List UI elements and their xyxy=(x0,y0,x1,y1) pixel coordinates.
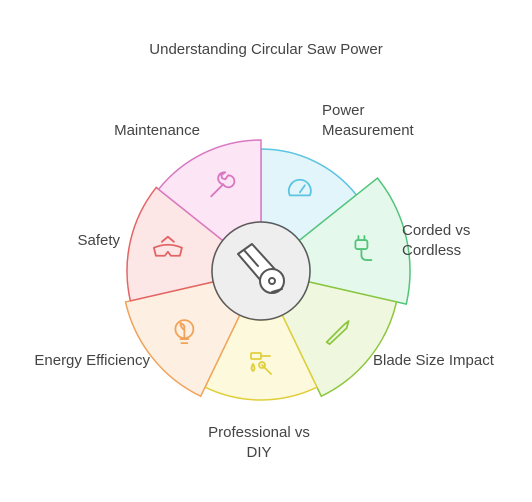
circular-saw-icon xyxy=(237,243,285,294)
label-maintenance: Maintenance xyxy=(114,122,200,139)
gauge-icon xyxy=(287,178,312,197)
diagram-title: Understanding Circular Saw Power xyxy=(149,41,383,58)
label-safety: Safety xyxy=(77,232,120,249)
label-energy-efficiency: Energy Efficiency xyxy=(34,352,150,369)
label-blade-size-impact: Blade Size Impact xyxy=(373,352,494,369)
safety-goggles-icon xyxy=(152,235,183,257)
center-hub xyxy=(211,221,311,321)
plug-icon xyxy=(354,235,373,261)
wrench-icon xyxy=(210,171,236,198)
tools-icon xyxy=(250,352,272,375)
leaf-bulb-icon xyxy=(174,319,195,345)
blade-icon xyxy=(325,320,350,346)
